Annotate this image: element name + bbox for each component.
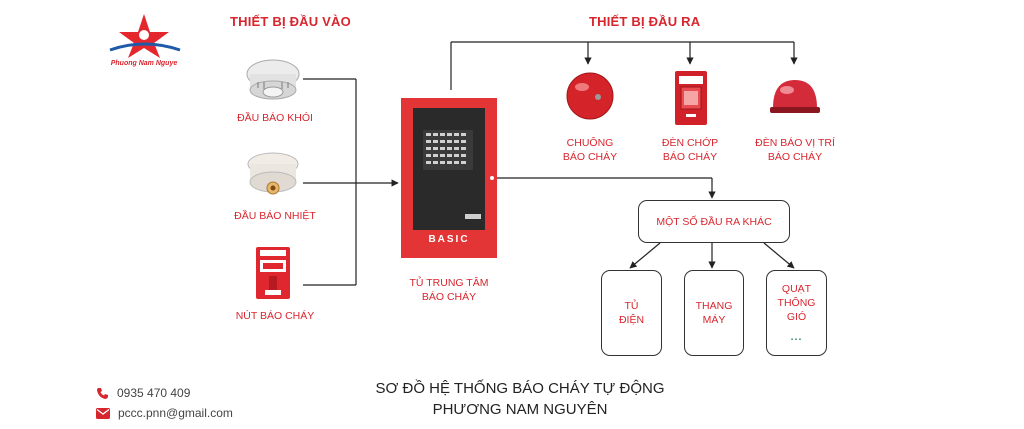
brand-text: Phuong Nam Nguye (110, 60, 178, 67)
phone-number: 0935 470 409 (117, 386, 191, 400)
fire-alarm-panel-icon: BASIC (401, 98, 497, 258)
panel-brand-text: BASIC (428, 234, 470, 245)
cabinet-line1: TỦ (624, 300, 639, 312)
arrow-to-fan (763, 242, 795, 269)
manual-call-point-label: NÚT BÁO CHÁY (235, 310, 315, 322)
other-outputs-label: MỘT SỐ ĐẦU RA KHÁC (656, 215, 772, 228)
strobe-light-label-line1: ĐÈN CHỚP (661, 137, 719, 149)
output-devices-heading: THIẾT BỊ ĐẦU RA (589, 14, 701, 29)
fan-line2: THÔNG (777, 297, 816, 309)
location-lamp-label-line2: BÁO CHÁY (767, 151, 823, 163)
location-lamp-label-line1: ĐÈN BÁO VỊ TRÍ (755, 137, 835, 149)
elevator-line1: THANG (695, 300, 733, 312)
input-devices-heading: THIẾT BỊ ĐẦU VÀO (230, 14, 351, 29)
title-line1: SƠ ĐỒ HỆ THỐNG BÁO CHÁY TỰ ĐỘNG (375, 380, 665, 397)
electrical-cabinet-box: TỦ ĐIỆN (601, 270, 662, 356)
manual-call-point-icon (255, 246, 291, 300)
phone-contact: 0935 470 409 (96, 386, 190, 400)
cabinet-line2: ĐIỆN (618, 314, 645, 326)
other-outputs-box: MỘT SỐ ĐẦU RA KHÁC (638, 200, 790, 243)
fire-bell-label-line2: BÁO CHÁY (562, 151, 618, 163)
fire-bell-icon (565, 70, 615, 122)
mail-icon (96, 407, 110, 419)
strobe-light-icon (674, 70, 708, 126)
heat-detector-icon (244, 148, 302, 204)
heat-detector-label: ĐẦU BÁO NHIỆT (234, 210, 316, 222)
panel-label-line1: TỦ TRUNG TÂM (409, 277, 489, 289)
star-logo-icon (109, 14, 181, 58)
smoke-detector-icon (244, 52, 302, 108)
location-lamp-icon (767, 76, 823, 116)
fire-bell-label: CHUÔNG BÁO CHÁY (540, 136, 640, 164)
elevator-line2: MÁY (702, 314, 726, 326)
company-logo: Phuong Nam Nguye (96, 12, 192, 74)
email-contact: pccc.pnn@gmail.com (96, 406, 233, 420)
fan-line1: QUẠT (781, 283, 812, 295)
arrow-to-cabinet (629, 242, 661, 269)
location-lamp-label: ĐÈN BÁO VỊ TRÍ BÁO CHÁY (744, 136, 846, 164)
fan-ellipsis: ... (790, 331, 803, 343)
title-line2: PHƯƠNG NAM NGUYÊN (432, 401, 608, 418)
ventilation-fan-box: QUẠT THÔNG GIÓ ... (766, 270, 827, 356)
panel-label-line2: BÁO CHÁY (421, 291, 477, 303)
elevator-box: THANG MÁY (684, 270, 744, 356)
strobe-light-label: ĐÈN CHỚP BÁO CHÁY (640, 136, 740, 164)
fire-alarm-panel-label: TỦ TRUNG TÂM BÁO CHÁY (391, 276, 507, 304)
strobe-light-label-line2: BÁO CHÁY (662, 151, 718, 163)
email-address: pccc.pnn@gmail.com (118, 406, 233, 420)
fire-bell-label-line1: CHUÔNG (566, 137, 614, 149)
smoke-detector-label: ĐẦU BÁO KHÓI (237, 112, 313, 124)
phone-icon (97, 387, 108, 399)
diagram-title: SƠ ĐỒ HỆ THỐNG BÁO CHÁY TỰ ĐỘNG PHƯƠNG N… (320, 378, 720, 420)
fan-line3: GIÓ (786, 311, 807, 323)
